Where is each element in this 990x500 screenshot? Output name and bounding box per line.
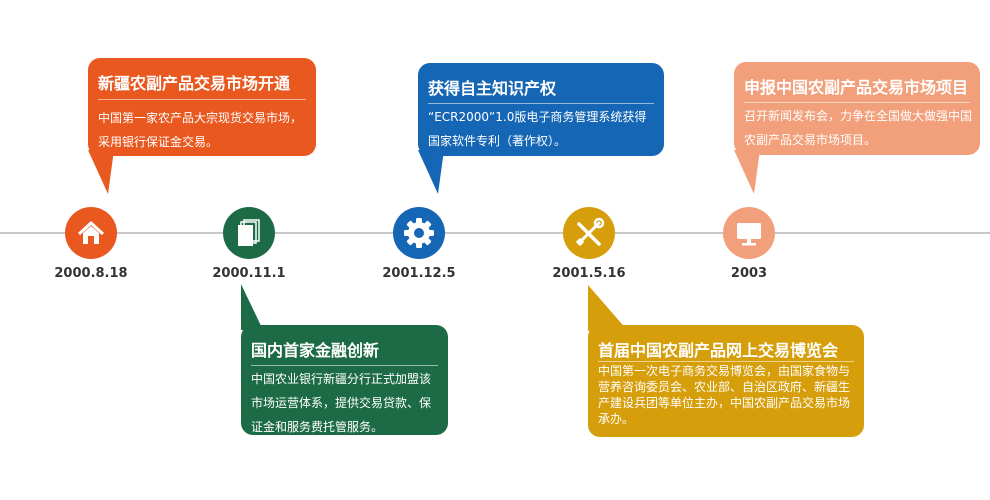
event-card-pointer-4	[588, 285, 628, 331]
gear-icon	[393, 207, 445, 259]
house-icon	[65, 207, 117, 259]
event-title-1: 新疆农副产品交易市场开通	[98, 74, 291, 93]
event-description-5: 召开新闻发布会，力争在全国做大做强中国农副产品交易市场项目。	[744, 109, 973, 147]
event-divider-4	[598, 361, 854, 362]
timeline-axis	[0, 232, 990, 234]
event-title-3: 获得自主知识产权	[428, 79, 557, 98]
event-card-pointer-3	[418, 150, 444, 194]
event-description-2: 中国农业银行新疆分行正式加盟该市场运营体系，提供交易贷款、保证金和服务费托管服务…	[251, 372, 432, 434]
event-description-4: 中国第一次电子商务交易博览会，由国家食物与营养咨询委员会、农业部、自治区政府、新…	[598, 364, 851, 426]
documents-icon	[223, 207, 275, 259]
event-divider-5	[744, 102, 970, 103]
event-title-4: 首届中国农副产品网上交易博览会	[598, 341, 839, 360]
event-node-5	[723, 207, 775, 259]
event-date-2: 2000.11.1	[212, 266, 286, 281]
event-date-4: 2001.5.16	[552, 266, 626, 281]
event-node-3	[393, 207, 445, 259]
event-title-5: 申报中国农副产品交易市场项目	[744, 78, 969, 97]
event-card-1: 新疆农副产品交易市场开通 中国第一家农产品大宗现货交易市场，采用银行保证金交易。	[88, 58, 316, 156]
event-card-pointer-1	[88, 150, 114, 194]
monitor-icon	[723, 207, 775, 259]
tools-icon	[563, 207, 615, 259]
event-date-3: 2001.12.5	[382, 266, 456, 281]
event-title-2: 国内首家金融创新	[251, 341, 380, 360]
event-date-5: 2003	[730, 266, 768, 281]
event-node-4	[563, 207, 615, 259]
event-divider-1	[98, 99, 306, 100]
event-node-1	[65, 207, 117, 259]
event-description-1: 中国第一家农产品大宗现货交易市场，采用银行保证金交易。	[98, 111, 303, 149]
event-divider-3	[428, 103, 654, 104]
event-date-1: 2000.8.18	[54, 266, 128, 281]
event-card-4: 首届中国农副产品网上交易博览会 中国第一次电子商务交易博览会，由国家食物与营养咨…	[588, 325, 864, 437]
event-card-pointer-5	[734, 150, 760, 194]
event-card-2: 国内首家金融创新 中国农业银行新疆分行正式加盟该市场运营体系，提供交易贷款、保证…	[241, 325, 448, 435]
event-card-5: 申报中国农副产品交易市场项目 召开新闻发布会，力争在全国做大做强中国农副产品交易…	[734, 62, 980, 155]
event-node-2	[223, 207, 275, 259]
event-divider-2	[251, 365, 438, 366]
event-card-pointer-2	[241, 284, 263, 330]
event-description-3: “ECR2000”1.0版电子商务管理系统获得国家软件专利（著作权）。	[428, 110, 647, 148]
event-card-3: 获得自主知识产权 “ECR2000”1.0版电子商务管理系统获得国家软件专利（著…	[418, 63, 664, 156]
